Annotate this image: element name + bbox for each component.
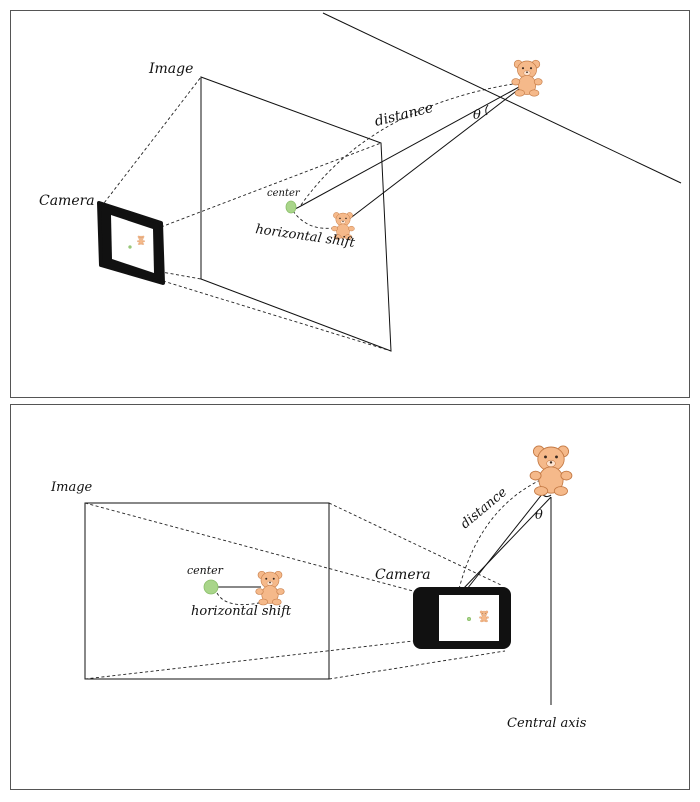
theta-label: θ	[535, 508, 543, 523]
frustum-line	[328, 502, 502, 586]
real-bear	[511, 59, 543, 97]
frustum-line	[162, 280, 392, 352]
shift-curve	[216, 592, 260, 606]
real-bear	[529, 445, 573, 496]
shift-curve	[292, 210, 348, 229]
image-plane	[200, 76, 392, 352]
ground-line	[322, 12, 682, 184]
theta-arc	[485, 104, 489, 116]
distance-label: distance	[373, 100, 435, 130]
distance-arc	[300, 82, 520, 206]
ray-center	[462, 496, 552, 590]
theta-label: θ	[473, 108, 481, 123]
camera	[413, 587, 511, 649]
image-bear	[255, 570, 285, 606]
bottom-panel: Image center horizontal shift Camera dis…	[10, 404, 690, 790]
frustum-line	[328, 650, 506, 680]
distance-arc	[458, 476, 548, 590]
image-center-dot	[285, 200, 297, 214]
ray-center	[298, 86, 520, 208]
frustum-line	[160, 142, 382, 228]
shift-label: horizontal shift	[191, 604, 292, 619]
image-center-dot	[203, 579, 219, 595]
bottom-diagram: Image center horizontal shift Camera dis…	[50, 445, 587, 731]
ray-bear	[343, 88, 520, 224]
image-plane	[84, 502, 330, 680]
top-panel: Camera Image center distance θ horizonta…	[10, 10, 690, 398]
camera	[97, 201, 165, 285]
frustum-line	[100, 76, 202, 208]
center-label: center	[187, 564, 224, 577]
center-label: center	[267, 188, 301, 199]
axis-label: Central axis	[507, 716, 587, 731]
top-diagram: Camera Image center distance θ horizonta…	[39, 12, 682, 352]
frustum-line	[84, 640, 414, 680]
frustum-line	[84, 502, 414, 592]
distance-label: distance	[458, 485, 510, 532]
image-label: Image	[50, 480, 93, 495]
camera-label: Camera	[375, 567, 431, 583]
image-label: Image	[148, 61, 193, 77]
ray-bear	[466, 492, 544, 590]
camera-label: Camera	[39, 193, 95, 209]
